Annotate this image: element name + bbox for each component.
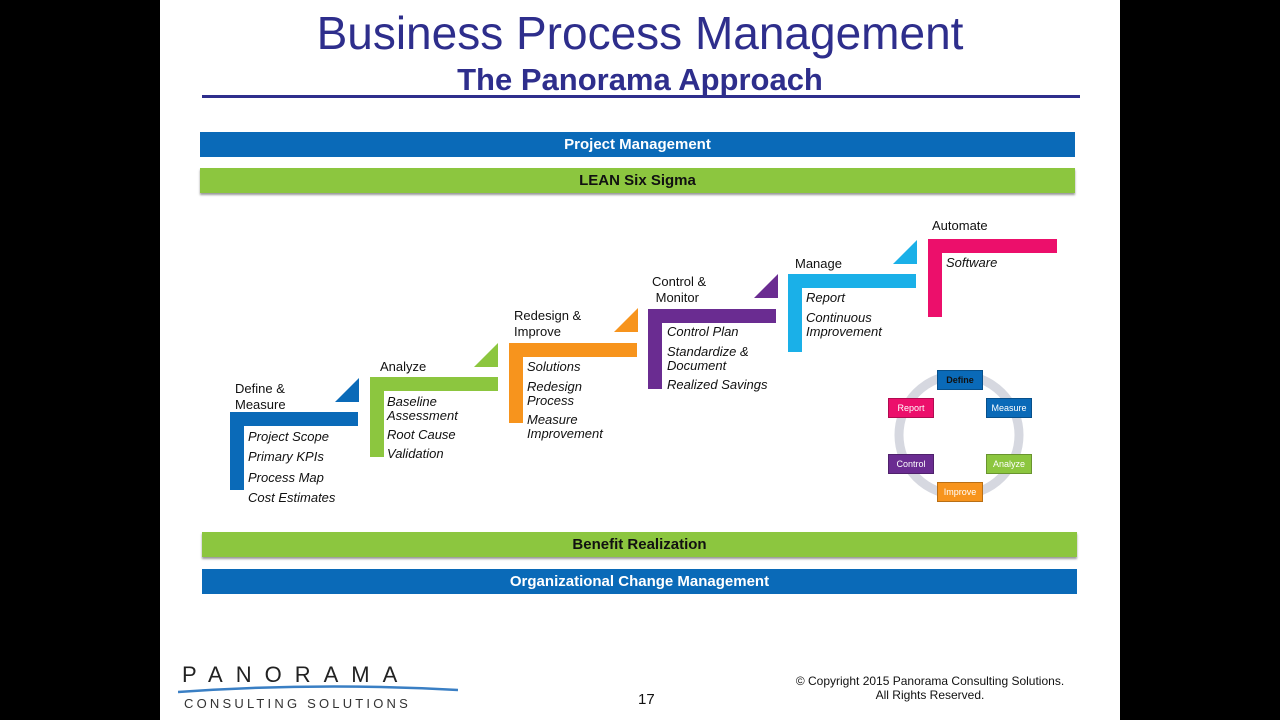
- item-line: Continuous: [806, 310, 872, 325]
- step-label-line2: Measure: [235, 397, 286, 412]
- step-define-bar: [230, 412, 358, 426]
- cycle-improve-box: Improve: [937, 482, 983, 502]
- step-analyze-stem: [370, 377, 384, 457]
- step-redesign-arrow-icon: [614, 308, 638, 332]
- rights-line: All Rights Reserved.: [875, 688, 985, 702]
- cycle-control-box: Control: [888, 454, 934, 474]
- step-define-item: Project Scope: [248, 429, 329, 444]
- slide-title: Business Process Management: [316, 7, 964, 59]
- item-line: Measure: [527, 412, 578, 427]
- step-automate-bar: [928, 239, 1057, 253]
- step-manage-label: Manage: [795, 256, 842, 271]
- step-redesign-item: Solutions: [527, 359, 581, 374]
- item-line: Assessment: [387, 408, 458, 423]
- item-line: Redesign: [527, 379, 582, 394]
- step-label-line1: Redesign &: [514, 308, 582, 323]
- slide-subtitle: The Panorama Approach: [457, 62, 823, 97]
- item-line: Baseline: [387, 394, 437, 409]
- step-define-item: Cost Estimates: [248, 490, 336, 505]
- logo-swoosh-icon: [178, 685, 458, 694]
- step-define-stem: [230, 412, 244, 490]
- step-control-stem: [648, 309, 662, 389]
- step-automate-item: Software: [946, 255, 998, 270]
- project-management-band: Project Management: [200, 132, 1075, 157]
- step-manage-stem: [788, 274, 802, 352]
- title-rule: [202, 95, 1080, 98]
- step-redesign-bar: [509, 343, 637, 357]
- cycle-define-box: Define: [937, 370, 983, 390]
- item-line: Standardize &: [667, 344, 749, 359]
- lean-six-sigma-band: LEAN Six Sigma: [200, 168, 1075, 193]
- step-control-label: Control & Monitor: [652, 274, 706, 306]
- step-redesign-stem: [509, 343, 523, 423]
- step-automate-stem: [928, 239, 942, 317]
- step-analyze-item: Validation: [387, 446, 444, 461]
- step-define-arrow-icon: [335, 378, 359, 402]
- step-define-item: Primary KPIs: [248, 449, 324, 464]
- step-control-item: Standardize &Document: [667, 345, 749, 373]
- step-analyze-bar: [370, 377, 498, 391]
- step-analyze-item: Root Cause: [387, 427, 456, 442]
- item-line: Document: [667, 358, 727, 373]
- company-logo-wordmark: PANORAMA: [182, 662, 411, 687]
- slide: Business Process Management The Panorama…: [160, 0, 1120, 720]
- cycle-report-box: Report: [888, 398, 934, 418]
- step-define-item: Process Map: [248, 470, 324, 485]
- cycle-measure-box: Measure: [986, 398, 1032, 418]
- page-number: 17: [638, 691, 655, 708]
- item-line: Improvement: [527, 426, 603, 441]
- step-analyze-label: Analyze: [380, 359, 427, 374]
- step-manage-arrow-icon: [893, 240, 917, 264]
- copyright-line: © Copyright 2015 Panorama Consulting Sol…: [795, 674, 1065, 688]
- step-control-arrow-icon: [754, 274, 778, 298]
- cycle-analyze-box: Analyze: [986, 454, 1032, 474]
- item-line: Process: [527, 393, 574, 408]
- step-redesign-label: Redesign &Improve: [514, 308, 581, 340]
- ocm-band: Organizational Change Management: [202, 569, 1077, 594]
- step-label-line2: Improve: [514, 324, 561, 339]
- copyright-notice: © Copyright 2015 Panorama Consulting Sol…: [780, 674, 1080, 702]
- step-automate-label: Automate: [932, 218, 988, 233]
- step-define-measure-label: Define &Measure: [235, 381, 286, 413]
- item-line: Improvement: [806, 324, 882, 339]
- step-analyze-arrow-icon: [474, 343, 498, 367]
- company-logo-tagline: CONSULTING SOLUTIONS: [184, 696, 412, 711]
- step-label-line2: Monitor: [652, 290, 699, 305]
- benefit-realization-band: Benefit Realization: [202, 532, 1077, 557]
- step-control-item: Control Plan: [667, 324, 739, 339]
- step-label-line1: Control &: [652, 274, 707, 289]
- step-manage-bar: [788, 274, 916, 288]
- step-label-line1: Define &: [235, 381, 285, 396]
- step-manage-item: Report: [806, 290, 846, 305]
- step-control-item: Realized Savings: [667, 377, 768, 392]
- step-control-bar: [648, 309, 776, 323]
